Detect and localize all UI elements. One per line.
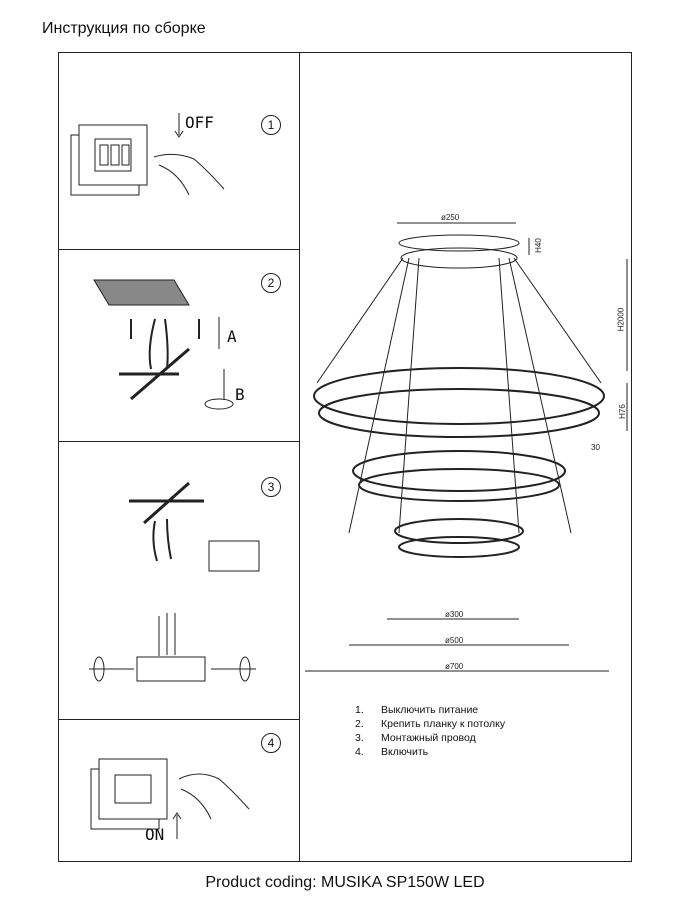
dim-d500: ø500 [445,636,464,645]
chandelier-drawing-area: ø250 H40 H2000 H76 30 ø300 ø500 ø700 1.В… [299,53,633,861]
instruction-frame: OFF 1 A B 2 [58,52,632,862]
off-label: OFF [185,113,214,132]
panel-switch-off: OFF 1 [59,53,299,250]
product-coding: Product coding: MUSIKA SP150W LED [205,874,485,891]
step-number: 1 [261,115,281,135]
step-number: 4 [261,733,281,753]
panel-wiring: 3 [59,441,299,720]
label-a: A [227,327,237,346]
dim-ring-height: H76 [617,404,627,419]
dim-top-diameter: ø250 [441,213,460,222]
switch-on-illustration [90,758,250,839]
step-item: 3.Монтажный провод [355,732,476,744]
steps-column: OFF 1 A B 2 [59,53,300,861]
panel-switch-on: ON 4 [59,719,299,863]
step-item: 1.Выключить питание [355,704,479,716]
wiring-illustration [89,481,260,682]
step-item: 2.Крепить планку к потолку [355,718,506,730]
step-number: 2 [261,273,281,293]
panel-mount-plate: A B 2 [59,249,299,442]
step-number: 3 [261,477,281,497]
dim-total-height: H2000 [616,307,626,332]
switch-off-illustration [70,113,225,196]
steps-list: 1.Выключить питание 2.Крепить планку к п… [355,703,505,759]
dim-d700: ø700 [445,662,464,671]
dim-ring-width: 30 [591,443,600,452]
on-label: ON [145,825,165,844]
dim-d300: ø300 [445,610,464,619]
dim-canopy-height: H40 [533,238,543,253]
page-title: Инструкция по сборке [42,20,206,37]
label-b: B [235,385,245,404]
mount-plate-illustration [93,279,234,410]
step-item: 4.Включить [355,746,429,758]
chandelier-drawing [305,222,628,672]
